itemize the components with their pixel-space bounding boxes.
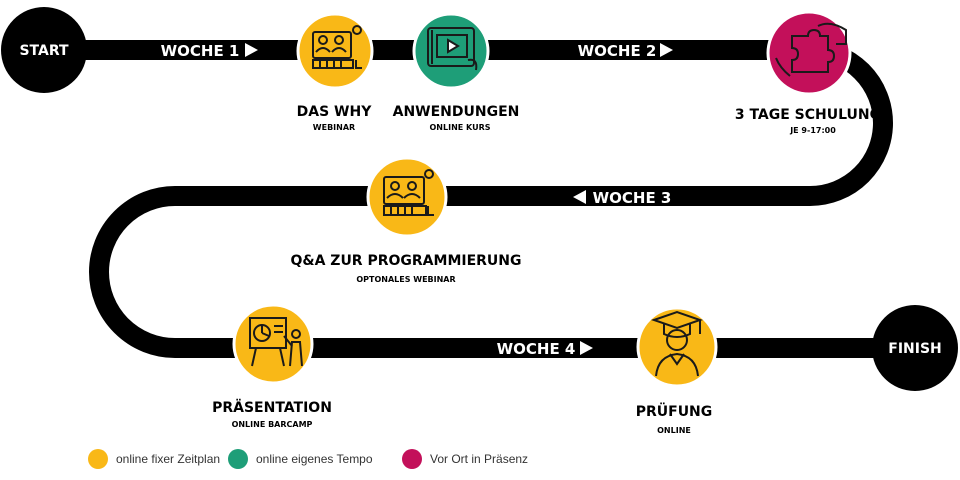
week-2-label: WOCHE 2 (578, 42, 673, 60)
arrow-left-icon (573, 190, 586, 204)
finish-label: FINISH (888, 341, 942, 357)
svg-text:WOCHE 3: WOCHE 3 (593, 189, 672, 207)
svg-text:WOCHE 2: WOCHE 2 (578, 42, 657, 60)
video-tablet-icon (427, 27, 478, 71)
legend-item-onsite: Vor Ort in Präsenz (402, 449, 528, 469)
milestone-title: ANWENDUNGEN (393, 104, 520, 120)
milestone-circle (766, 10, 852, 96)
finish-marker: FINISH (872, 305, 958, 391)
milestone-title: PRÄSENTATION (212, 399, 332, 416)
week-4-label: WOCHE 4 (497, 340, 593, 358)
milestone-circle (636, 306, 718, 388)
legend-item-online-self: online eigenes Tempo (228, 449, 373, 469)
milestone-subtitle: ONLINE (657, 426, 691, 435)
legend-label: online eigenes Tempo (256, 452, 373, 466)
milestone-title: 3 TAGE SCHULUNG (735, 107, 881, 123)
milestone-title: DAS WHY (297, 104, 373, 120)
milestone-das-why: DAS WHY WEBINAR (296, 12, 374, 132)
milestone-circle (296, 12, 374, 90)
start-label: START (19, 43, 69, 59)
legend-item-online-fixed: online fixer Zeitplan (88, 449, 220, 469)
legend-swatch (228, 449, 248, 469)
milestone-subtitle: WEBINAR (313, 123, 355, 132)
svg-text:WOCHE 4: WOCHE 4 (497, 340, 576, 358)
milestone-pruefung: PRÜFUNG ONLINE (636, 306, 718, 435)
arrow-right-icon (245, 43, 258, 57)
handshake-puzzle-icon (775, 22, 847, 77)
milestone-subtitle: ONLINE BARCAMP (232, 420, 313, 429)
webinar-icon (383, 169, 434, 216)
start-marker: START (1, 7, 87, 93)
legend-swatch (88, 449, 108, 469)
milestone-praesentation: PRÄSENTATION ONLINE BARCAMP (212, 303, 332, 429)
graduate-icon (650, 310, 704, 377)
milestone-title: Q&A ZUR PROGRAMMIERUNG (290, 253, 521, 269)
milestone-qa: Q&A ZUR PROGRAMMIERUNG OPTONALES WEBINAR (290, 156, 522, 284)
week-3-label: WOCHE 3 (573, 189, 671, 207)
road-path (40, 40, 920, 358)
webinar-icon (312, 25, 362, 69)
milestone-subtitle: JE 9-17:00 (789, 126, 836, 135)
arrow-right-icon (660, 43, 673, 57)
milestone-title: PRÜFUNG (636, 402, 713, 420)
presentation-icon (249, 317, 303, 367)
week-1-label: WOCHE 1 (161, 42, 258, 60)
milestone-subtitle: OPTONALES WEBINAR (356, 275, 455, 284)
arrow-right-icon (580, 341, 593, 355)
legend-swatch (402, 449, 422, 469)
milestone-schulung: 3 TAGE SCHULUNG JE 9-17:00 (735, 10, 881, 135)
legend-label: online fixer Zeitplan (116, 452, 221, 466)
svg-text:WOCHE 1: WOCHE 1 (161, 42, 240, 60)
milestone-subtitle: ONLINE KURS (430, 123, 491, 132)
milestone-anwendungen: ANWENDUNGEN ONLINE KURS (393, 12, 520, 132)
milestone-circle (366, 156, 448, 238)
legend-label: Vor Ort in Präsenz (430, 452, 529, 466)
